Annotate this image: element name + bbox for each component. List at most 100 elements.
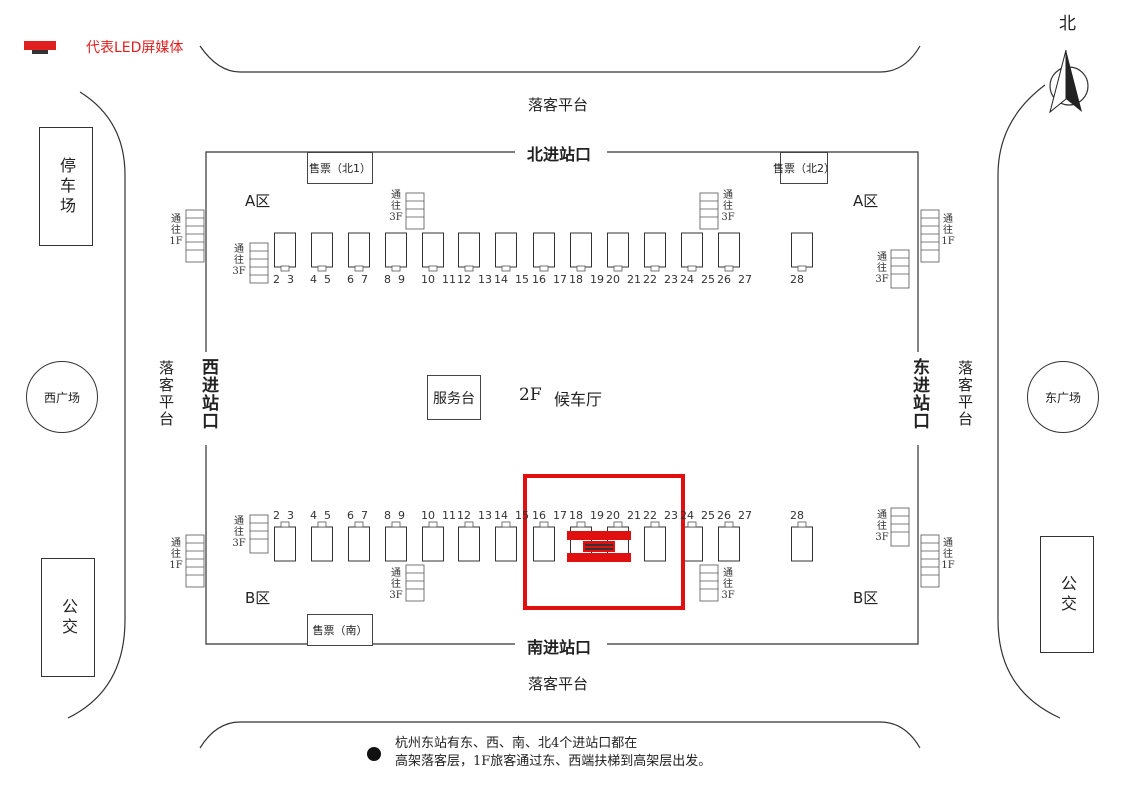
led-screen-icon bbox=[567, 531, 631, 562]
north-gate-tab bbox=[464, 265, 474, 272]
north-gate-box[interactable] bbox=[422, 232, 444, 268]
south-gate-box[interactable] bbox=[718, 526, 740, 562]
south-gate-number: 10 11 bbox=[421, 509, 456, 522]
zone-b-left: B区 bbox=[245, 589, 271, 607]
north-platform-label: 落客平台 bbox=[528, 96, 589, 114]
south-platform-label: 落客平台 bbox=[528, 675, 589, 693]
south-gate-number: 18 19 bbox=[569, 509, 604, 522]
note-line-1: 杭州东站有东、西、南、北4个进站口都在 bbox=[395, 736, 638, 751]
note-text: 杭州东站有东、西、南、北4个进站口都在 高架落客层，1F旅客通过东、西端扶梯到高… bbox=[395, 735, 711, 771]
south-gate-tab bbox=[797, 521, 807, 528]
south-gate-number: 14 15 bbox=[494, 509, 529, 522]
service-desk[interactable]: 服务台 bbox=[427, 375, 481, 420]
north-gate-box[interactable] bbox=[274, 232, 296, 268]
north-gate-number: 6 7 bbox=[347, 273, 368, 286]
south-gate-tab bbox=[464, 521, 474, 528]
north-gate-tab bbox=[724, 265, 734, 272]
south-gate-tab bbox=[280, 521, 290, 528]
south-gate-number: 6 7 bbox=[347, 509, 368, 522]
hall-level: 2F bbox=[519, 385, 542, 405]
north-gate-box[interactable] bbox=[311, 232, 333, 268]
north-gate-box[interactable] bbox=[458, 232, 480, 268]
bus-stop-east[interactable]: 公交 bbox=[1040, 536, 1094, 653]
south-gate-box[interactable] bbox=[274, 526, 296, 562]
south-gate-box[interactable] bbox=[385, 526, 407, 562]
bus-label-east: 公交 bbox=[1058, 574, 1077, 615]
note-line-2: 高架落客层，1F旅客通过东、西端扶梯到高架层出发。 bbox=[395, 754, 712, 769]
hall-outline-se bbox=[607, 445, 919, 645]
note-bullet-icon bbox=[367, 747, 381, 761]
west-plaza[interactable]: 西广场 bbox=[26, 361, 98, 433]
ticket-north1-label: 售票（北1） bbox=[309, 162, 371, 175]
hall-outline-sw bbox=[205, 445, 515, 645]
north-gate-box[interactable] bbox=[791, 232, 813, 268]
west-platform-label: 落客平台 bbox=[157, 360, 175, 428]
north-gate-box[interactable] bbox=[644, 232, 666, 268]
north-gate-box[interactable] bbox=[495, 232, 517, 268]
south-gate-tab bbox=[317, 521, 327, 528]
north-gate-number: 14 15 bbox=[494, 273, 529, 286]
south-gate-boxes bbox=[274, 521, 813, 562]
south-entrance-label[interactable]: 南进站口 bbox=[527, 638, 592, 657]
north-gate-tab bbox=[797, 265, 807, 272]
west-entrance-label[interactable]: 西进站口 bbox=[198, 358, 218, 430]
north-gate-number: 18 19 bbox=[569, 273, 604, 286]
south-gate-box[interactable] bbox=[311, 526, 333, 562]
south-road-curve bbox=[199, 721, 921, 749]
south-gate-box[interactable] bbox=[495, 526, 517, 562]
north-gate-box[interactable] bbox=[348, 232, 370, 268]
north-gate-box[interactable] bbox=[718, 232, 740, 268]
north-gate-number: 8 9 bbox=[384, 273, 405, 286]
stair-icon bbox=[405, 192, 425, 230]
south-gate-tab bbox=[428, 521, 438, 528]
east-entrance-label[interactable]: 东进站口 bbox=[909, 358, 929, 430]
north-gate-tab bbox=[317, 265, 327, 272]
south-gate-box[interactable] bbox=[644, 526, 666, 562]
north-gate-box[interactable] bbox=[607, 232, 629, 268]
stair-icon bbox=[920, 209, 940, 263]
parking-label: 停车场 bbox=[57, 156, 76, 217]
north-entrance-label[interactable]: 北进站口 bbox=[527, 145, 592, 164]
south-gate-number: 28 bbox=[790, 509, 804, 522]
south-gate-box[interactable] bbox=[458, 526, 480, 562]
south-gate-tab bbox=[354, 521, 364, 528]
north-gate-number: 16 17 bbox=[532, 273, 567, 286]
north-gate-number: 26 27 bbox=[717, 273, 752, 286]
south-gate-box[interactable] bbox=[348, 526, 370, 562]
ticket-north1[interactable]: 售票（北1） bbox=[307, 152, 373, 184]
south-gate-number: 22 23 bbox=[643, 509, 678, 522]
legend-led-icon bbox=[24, 41, 56, 54]
south-gate-number: 2 3 bbox=[273, 509, 294, 522]
service-desk-label: 服务台 bbox=[433, 390, 475, 407]
stair-icon bbox=[890, 249, 910, 289]
east-platform-label: 落客平台 bbox=[956, 360, 974, 428]
south-gate-tab bbox=[650, 521, 660, 528]
north-gate-box[interactable] bbox=[533, 232, 555, 268]
north-gate-box[interactable] bbox=[385, 232, 407, 268]
north-gate-number: 4 5 bbox=[310, 273, 331, 286]
south-gate-box[interactable] bbox=[791, 526, 813, 562]
south-gate-box[interactable] bbox=[422, 526, 444, 562]
south-gate-number: 20 21 bbox=[606, 509, 641, 522]
ticket-south[interactable]: 售票（南） bbox=[307, 614, 373, 646]
south-gate-number: 12 13 bbox=[457, 509, 492, 522]
south-gate-box[interactable] bbox=[533, 526, 555, 562]
zone-a-right: A区 bbox=[853, 192, 879, 210]
south-gate-tab bbox=[391, 521, 401, 528]
east-plaza[interactable]: 东广场 bbox=[1027, 361, 1099, 433]
north-gate-box[interactable] bbox=[681, 232, 703, 268]
legend-label: 代表LED屏媒体 bbox=[86, 40, 184, 56]
hall-outline-nw bbox=[205, 151, 515, 352]
parking-lot[interactable]: 停车场 bbox=[39, 127, 93, 246]
south-gate-number: 26 27 bbox=[717, 509, 752, 522]
north-gate-box[interactable] bbox=[570, 232, 592, 268]
zone-b-right: B区 bbox=[853, 589, 879, 607]
ticket-north2[interactable]: 售票（北2） bbox=[773, 152, 835, 184]
bus-stop-west[interactable]: 公交 bbox=[41, 558, 95, 677]
